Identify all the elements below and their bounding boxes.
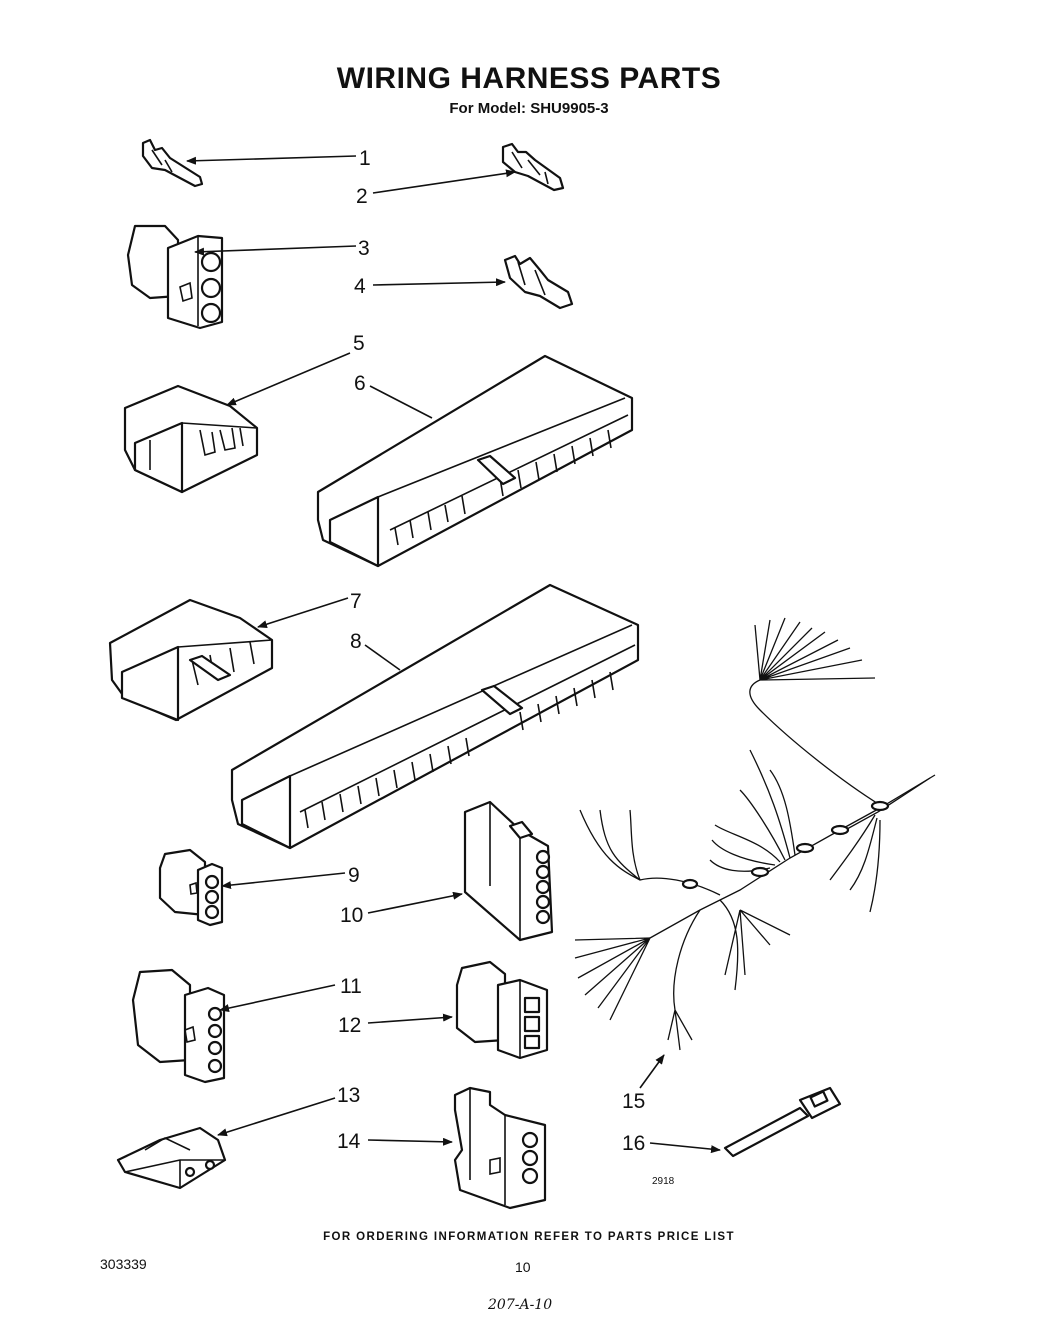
part-1-terminal-pin bbox=[141, 138, 204, 188]
page-number: 10 bbox=[515, 1259, 531, 1275]
part-7-housing bbox=[108, 598, 274, 722]
callout-6: 6 bbox=[354, 372, 366, 395]
part-15-wiring-harness bbox=[574, 617, 936, 1051]
part-6-long-housing bbox=[316, 354, 634, 568]
part-8-long-housing bbox=[230, 583, 640, 850]
part-14-latched-housing bbox=[453, 1086, 547, 1210]
callout-11: 11 bbox=[340, 975, 362, 998]
part-11-4way-housing bbox=[131, 968, 226, 1084]
callout-1: 1 bbox=[359, 147, 371, 170]
model-line: For Model: SHU9905-3 bbox=[0, 100, 1058, 117]
callout-16: 16 bbox=[622, 1132, 645, 1155]
callout-12: 12 bbox=[338, 1014, 361, 1037]
callout-2: 2 bbox=[356, 185, 368, 208]
part-10-5way-block bbox=[463, 800, 554, 942]
part-4-terminal bbox=[503, 254, 574, 310]
callout-8: 8 bbox=[350, 630, 362, 653]
callout-9: 9 bbox=[348, 864, 360, 887]
part-2-terminal-socket bbox=[501, 142, 565, 192]
document-number: 303339 bbox=[100, 1256, 147, 1272]
callout-numbers: 1 2 3 4 5 6 7 8 9 10 11 12 13 14 15 16 bbox=[337, 147, 645, 1155]
page-title: WIRING HARNESS PARTS bbox=[336, 62, 722, 95]
part-16-cable-tie bbox=[723, 1086, 842, 1158]
callout-15: 15 bbox=[622, 1090, 645, 1113]
model-label: For Model: bbox=[449, 100, 527, 117]
callout-4: 4 bbox=[354, 275, 366, 298]
part-13-flat-connector bbox=[116, 1126, 227, 1190]
part-12-3way-housing bbox=[455, 960, 549, 1060]
model-number: SHU9905-3 bbox=[530, 100, 609, 117]
callout-14: 14 bbox=[337, 1130, 361, 1153]
part-9-small-housing bbox=[158, 848, 224, 927]
callout-13: 13 bbox=[337, 1084, 360, 1107]
part-3-3way-housing bbox=[126, 224, 224, 330]
ordering-note: FOR ORDERING INFORMATION REFER TO PARTS … bbox=[323, 1231, 735, 1243]
diagram-code: 2918 bbox=[652, 1176, 675, 1187]
callout-3: 3 bbox=[358, 237, 370, 260]
callout-5: 5 bbox=[353, 332, 365, 355]
callout-10: 10 bbox=[340, 904, 363, 927]
part-5-housing bbox=[123, 384, 259, 494]
callout-7: 7 bbox=[350, 590, 362, 613]
leader-lines bbox=[186, 155, 721, 1154]
handwritten-note: 207-A-10 bbox=[488, 1297, 553, 1313]
